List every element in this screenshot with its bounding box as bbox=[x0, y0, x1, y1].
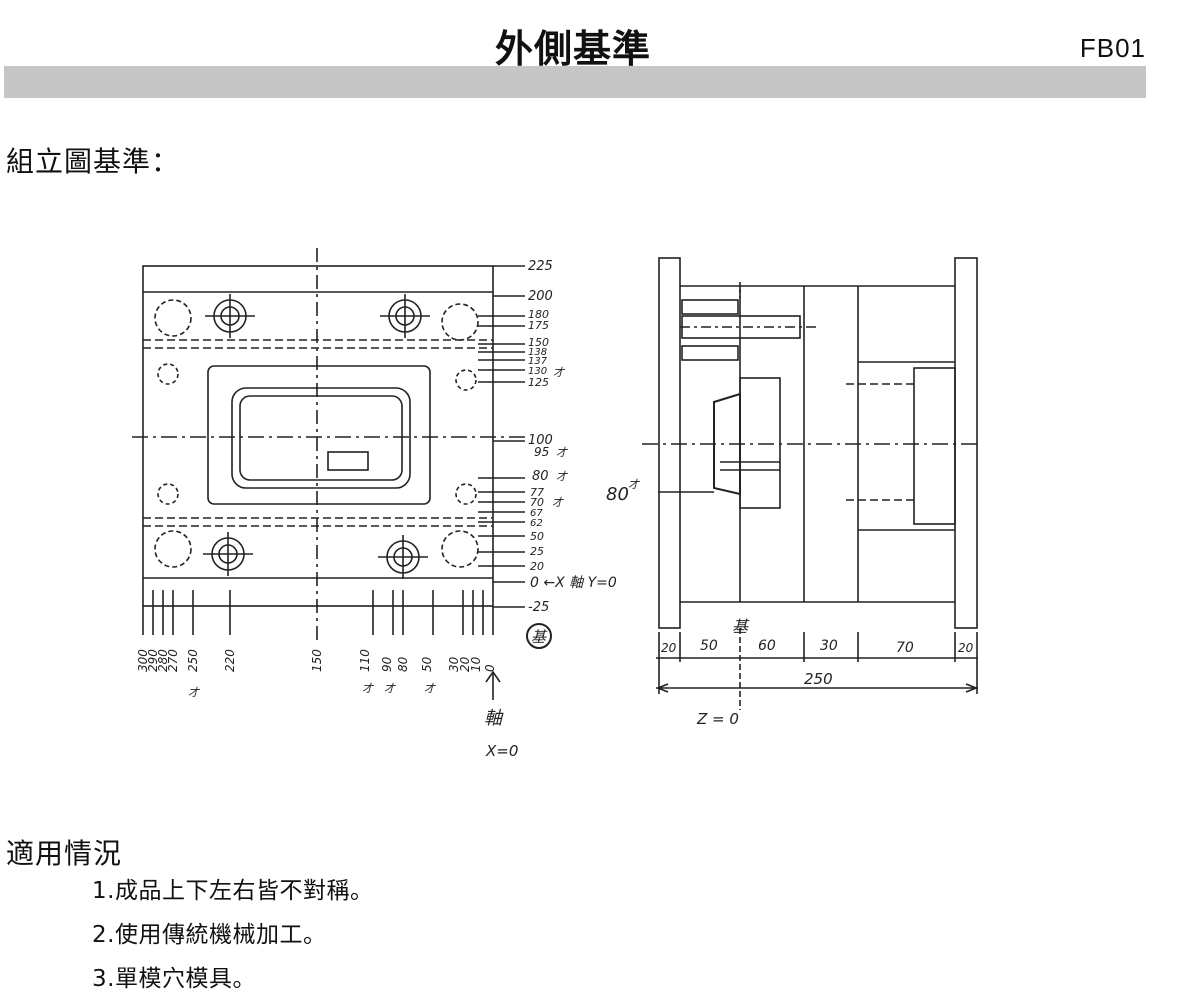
dim-label: 80 bbox=[606, 484, 629, 505]
dim-label: 150 bbox=[528, 336, 549, 349]
dim-label: 130 bbox=[528, 366, 547, 377]
dim-label: 0 bbox=[483, 664, 497, 672]
dim-label: 70 bbox=[896, 640, 914, 656]
dim-label: 25 bbox=[530, 545, 544, 558]
dim-label: 20 bbox=[661, 641, 677, 655]
dim-label: 138 bbox=[528, 347, 547, 358]
dim-label: 62 bbox=[530, 518, 543, 529]
section-labels: 80 才 20 50 60 30 70 20 250 基 Z = 0 bbox=[606, 478, 974, 728]
list-item: 2.使用傳統機械加工。 bbox=[92, 922, 327, 948]
dim-label: 280 bbox=[156, 649, 170, 672]
dim-label: 30 bbox=[447, 656, 461, 672]
tolerance-mark: 才 bbox=[556, 446, 569, 459]
tolerance-mark: 才 bbox=[188, 686, 201, 699]
dim-label: 300 bbox=[136, 649, 150, 672]
dim-label: 270 bbox=[166, 649, 180, 672]
dim-label: 60 bbox=[758, 638, 776, 654]
document-code: FB01 bbox=[1079, 33, 1146, 63]
dim-label: 50 bbox=[700, 638, 718, 654]
tolerance-mark: 才 bbox=[384, 682, 397, 695]
dim-label: 180 bbox=[528, 308, 549, 321]
list-item: 1.成品上下左右皆不對稱。 bbox=[92, 878, 374, 904]
z-axis-char: 基 bbox=[732, 617, 750, 636]
section-view bbox=[642, 257, 980, 710]
tolerance-mark: 才 bbox=[552, 496, 565, 509]
z-axis-note: Z = 0 bbox=[696, 710, 739, 728]
overall-dim: 250 bbox=[804, 670, 833, 688]
plan-view bbox=[132, 248, 525, 700]
stamp-char: 基 bbox=[531, 628, 548, 646]
x-axis-note: 0 ←X 軸 Y=0 bbox=[530, 575, 617, 591]
dim-label: 225 bbox=[528, 259, 553, 274]
section-heading: 組立圖基準： bbox=[6, 145, 181, 178]
dim-label: 100 bbox=[528, 433, 553, 448]
dim-label: -25 bbox=[528, 600, 549, 615]
plan-bottom-labels: 300 290 280 270 250 才 220 150 110 才 90 才… bbox=[136, 628, 548, 760]
tolerance-mark: 才 bbox=[553, 366, 566, 379]
dim-label: 175 bbox=[528, 319, 549, 332]
dim-label: 20 bbox=[958, 641, 974, 655]
y-axis-note: X=0 bbox=[485, 742, 518, 760]
dim-label: 90 bbox=[380, 656, 394, 672]
page-title: 外側基準 bbox=[494, 27, 651, 71]
list-item: 3.單模穴模具。 bbox=[92, 966, 256, 992]
dim-label: 50 bbox=[420, 656, 434, 672]
assembly-drawing: 225 200 180 175 150 138 137 130 才 125 10… bbox=[132, 248, 980, 760]
tolerance-mark: 才 bbox=[424, 682, 437, 695]
dim-label: 80 bbox=[532, 469, 549, 484]
dim-label: 50 bbox=[530, 530, 544, 543]
tolerance-mark: 才 bbox=[556, 470, 569, 483]
dim-label: 250 bbox=[186, 649, 200, 672]
dim-label: 137 bbox=[528, 356, 548, 367]
dim-label: 20 bbox=[530, 560, 544, 573]
tolerance-mark: 才 bbox=[362, 682, 375, 695]
dim-label: 95 bbox=[534, 445, 549, 459]
usage-heading: 適用情況 bbox=[6, 837, 123, 870]
header-bar bbox=[4, 66, 1146, 98]
dim-label: 77 bbox=[530, 486, 544, 499]
dim-label: 67 bbox=[530, 508, 543, 519]
dim-label: 30 bbox=[820, 638, 838, 654]
tolerance-mark: 才 bbox=[628, 478, 641, 491]
dim-label: 150 bbox=[310, 649, 324, 672]
dim-label: 10 bbox=[469, 656, 483, 672]
plan-right-labels: 225 200 180 175 150 138 137 130 才 125 10… bbox=[528, 259, 617, 615]
dim-label: 125 bbox=[528, 376, 549, 389]
dim-label: 80 bbox=[396, 656, 410, 672]
y-axis-char: 軸 bbox=[484, 708, 504, 729]
dim-label: 200 bbox=[528, 289, 553, 304]
dim-label: 220 bbox=[223, 649, 237, 672]
dim-label: 70 bbox=[530, 496, 544, 509]
dim-label: 110 bbox=[358, 649, 372, 672]
usage-list: 1.成品上下左右皆不對稱。 2.使用傳統機械加工。 3.單模穴模具。 bbox=[92, 872, 373, 1004]
dim-label: 20 bbox=[458, 656, 472, 672]
dim-label: 290 bbox=[146, 649, 160, 672]
